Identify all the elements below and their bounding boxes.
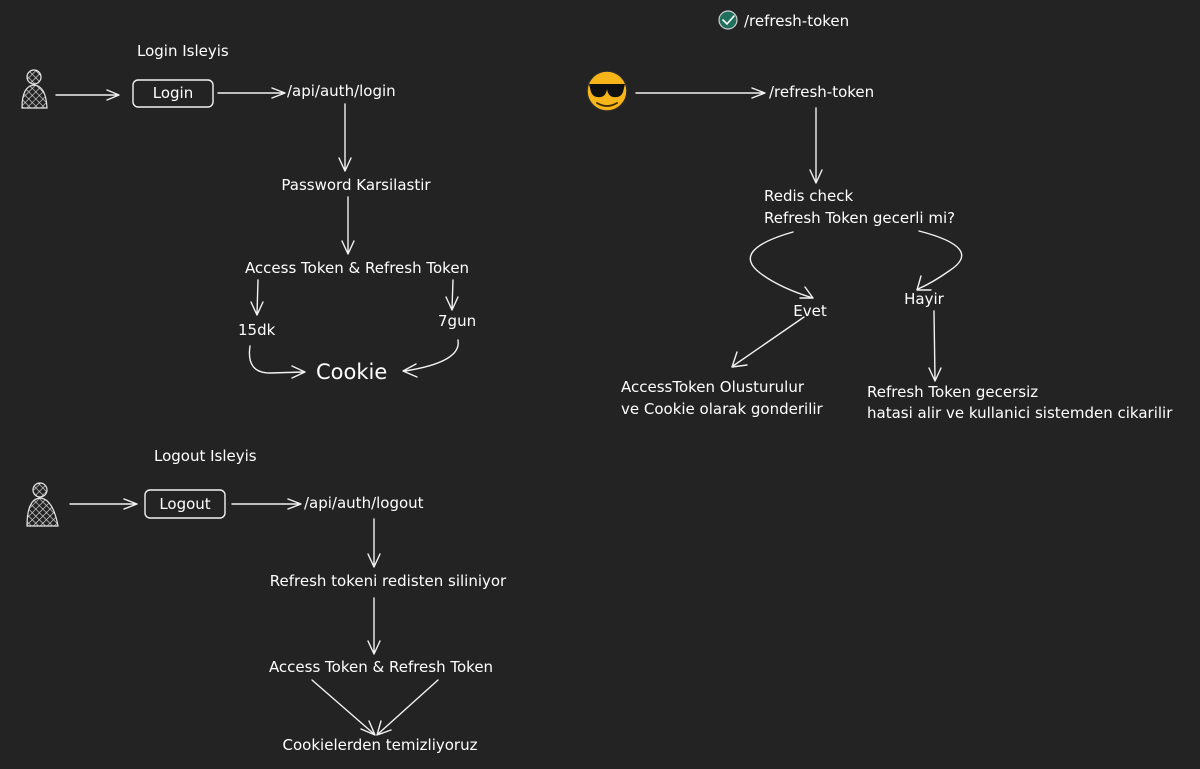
logout-button-label: Logout	[159, 495, 210, 513]
login-tokens: Access Token & Refresh Token	[245, 259, 469, 277]
logout-tokens: Access Token & Refresh Token	[269, 658, 493, 676]
login-refresh-ttl: 7gun	[438, 312, 476, 330]
login-button-label: Login	[153, 84, 193, 102]
check-circle-icon	[718, 10, 738, 30]
arrow-tokens-to-clear-left	[311, 679, 376, 736]
refresh-check-line1: Redis check	[764, 187, 853, 205]
refresh-no-result-line1: Refresh Token gecersiz	[867, 383, 1038, 401]
arrow-endpoint-to-compare	[338, 103, 352, 172]
login-title: Login Isleyis	[137, 42, 229, 60]
login-button[interactable]	[132, 79, 214, 108]
arrow-user-to-logout	[69, 498, 138, 510]
login-cookie: Cookie	[316, 360, 387, 384]
arrow-user-to-login	[55, 89, 120, 101]
arrow-redis-to-tokens	[367, 597, 381, 655]
user-icon	[26, 482, 59, 527]
login-compare-step: Password Karsilastir	[281, 176, 431, 194]
arrow-to-refresh-ttl	[445, 279, 459, 311]
logout-redis-step: Refresh tokeni redisten siliniyor	[270, 572, 507, 590]
login-endpoint: /api/auth/login	[287, 82, 396, 100]
arrow-login-to-endpoint	[217, 87, 286, 99]
arrow-check-to-yes	[749, 231, 814, 299]
logout-button[interactable]	[144, 489, 226, 519]
refresh-yes: Evet	[793, 302, 827, 320]
arrow-endpoint-to-check	[809, 107, 823, 184]
arrow-endpoint-to-redis	[367, 518, 381, 568]
arrow-compare-to-tokens	[341, 196, 355, 255]
sunglasses-face-icon	[586, 70, 628, 112]
arrow-logout-to-endpoint	[231, 498, 302, 510]
arrow-yes-to-result	[731, 316, 805, 368]
logout-title: Logout Isleyis	[154, 447, 257, 465]
refresh-yes-result-line1: AccessToken Olusturulur	[621, 378, 805, 396]
arrow-refresh-to-cookie	[402, 339, 459, 378]
refresh-check-line2: Refresh Token gecerli mi?	[764, 209, 955, 227]
arrow-no-to-result	[928, 310, 942, 382]
arrow-check-to-no	[916, 230, 963, 291]
arrow-access-to-cookie	[248, 345, 306, 379]
login-access-ttl: 15dk	[238, 321, 276, 339]
user-icon	[21, 69, 48, 109]
refresh-header-title: /refresh-token	[744, 12, 849, 30]
logout-clear-step: Cookielerden temizliyoruz	[283, 736, 478, 754]
logout-endpoint: /api/auth/logout	[304, 494, 424, 512]
refresh-yes-result-line2: ve Cookie olarak gonderilir	[621, 400, 824, 418]
arrow-to-access-ttl	[250, 279, 264, 316]
refresh-no-result-line2: hatasi alir ve kullanici sistemden cikar…	[867, 404, 1173, 422]
arrow-tokens-to-clear-right	[376, 679, 439, 736]
refresh-endpoint: /refresh-token	[769, 83, 874, 101]
refresh-no: Hayir	[904, 290, 945, 308]
arrow-user-to-refresh	[635, 87, 766, 99]
